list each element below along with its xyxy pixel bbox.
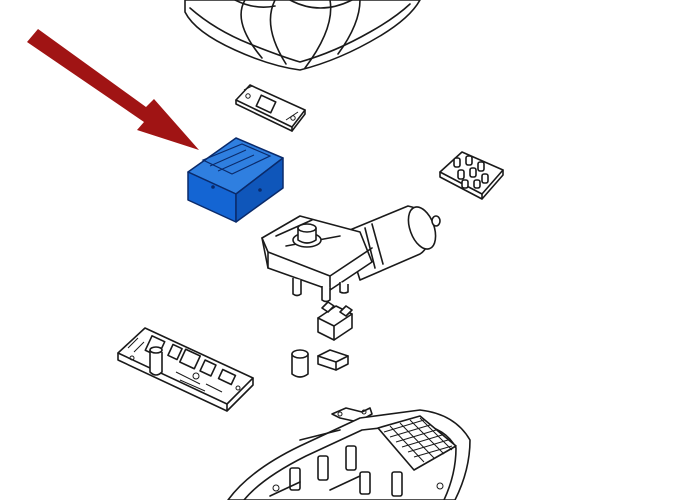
pointer-arrow bbox=[27, 29, 199, 150]
small-clip-part bbox=[317, 349, 349, 371]
control-board-part bbox=[117, 327, 254, 412]
motor-clip-part bbox=[317, 301, 353, 341]
transformer-part bbox=[187, 137, 284, 223]
base-housing-part bbox=[227, 409, 471, 500]
cover-part bbox=[184, 0, 421, 71]
led-connector-part bbox=[439, 151, 504, 200]
terminal-bracket-part bbox=[235, 84, 306, 132]
spacer-part bbox=[291, 349, 309, 378]
gearmotor-part bbox=[261, 205, 441, 303]
